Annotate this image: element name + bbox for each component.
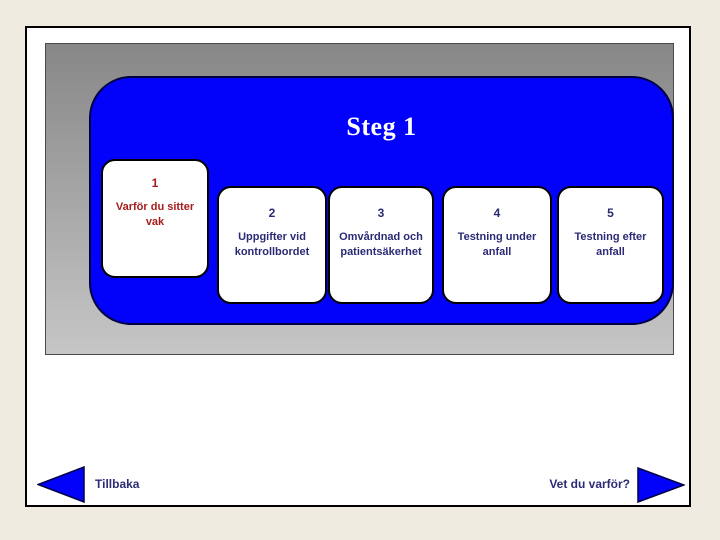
step-card-2[interactable]: 2 Uppgifter vid kontrollbordet: [217, 186, 327, 304]
step-label: Uppgifter vid kontrollbordet: [234, 231, 310, 258]
step-card-1[interactable]: 1 Varför du sitter vak: [101, 159, 209, 278]
step-number: 3: [377, 206, 385, 220]
step-card-4[interactable]: 4 Testning under anfall: [442, 186, 552, 304]
step-number: 4: [493, 206, 501, 220]
back-button-label[interactable]: Tillbaka: [95, 477, 140, 491]
step-label: Testning under anfall: [457, 231, 537, 258]
steps-menu-panel: Steg 1 1 Varför du sitter vak 2 Uppgifte…: [89, 76, 674, 325]
step-card-5[interactable]: 5 Testning efter anfall: [557, 186, 664, 304]
arrow-left-icon[interactable]: [37, 466, 85, 503]
step-label: Testning efter anfall: [574, 231, 647, 258]
forward-button-label[interactable]: Vet du varför?: [549, 477, 630, 491]
step-card-3[interactable]: 3 Omvårdnad och patientsäkerhet: [328, 186, 434, 304]
gray-background-panel: Steg 1 1 Varför du sitter vak 2 Uppgifte…: [45, 43, 674, 355]
step-number: 1: [151, 176, 159, 190]
step-number: 5: [607, 206, 614, 220]
step-label: Omvårdnad och patientsäkerhet: [339, 231, 423, 258]
arrow-right-icon[interactable]: [637, 467, 685, 503]
step-label: Varför du sitter vak: [115, 201, 195, 228]
slide: Steg 1 1 Varför du sitter vak 2 Uppgifte…: [25, 26, 691, 507]
step-number: 2: [268, 206, 276, 220]
page-title: Steg 1: [346, 112, 417, 141]
